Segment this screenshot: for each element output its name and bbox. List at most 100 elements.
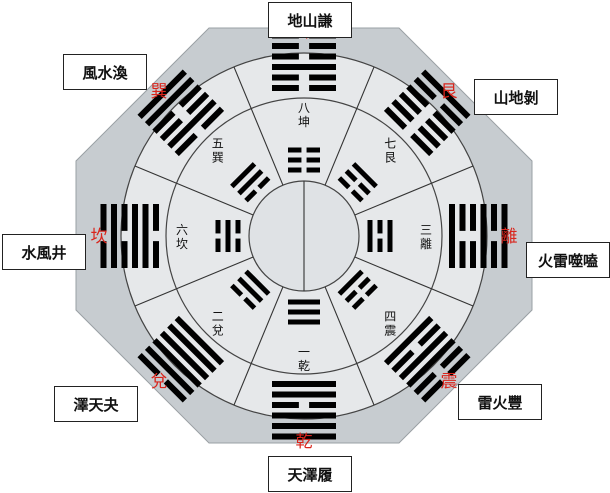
hexagram-nw-broken-bar bbox=[185, 91, 210, 115]
label-bottom-right: 雷火豐 bbox=[458, 384, 542, 420]
trigram-e-broken-bar bbox=[377, 238, 383, 252]
inner-name-char: 坤 bbox=[298, 114, 310, 129]
inner-name-char: 離 bbox=[420, 237, 432, 251]
inner-name-char: 五 bbox=[212, 137, 224, 151]
trigram-e-line bbox=[377, 220, 383, 252]
trigram-ne-broken-bar bbox=[344, 169, 358, 183]
hexagram-se-solid-bar bbox=[383, 315, 434, 366]
hexagram-n-broken-bar bbox=[272, 85, 299, 91]
trigram-sw-solid-bar bbox=[244, 269, 271, 296]
trigram-ne-broken-bar bbox=[337, 176, 351, 190]
outer-hexagram-group bbox=[100, 32, 508, 440]
trigram-se-broken-bar bbox=[364, 283, 378, 297]
trigram-se-broken-bar bbox=[357, 276, 371, 290]
trigram-n-broken-bar bbox=[306, 157, 320, 163]
hexagram-nw-line bbox=[174, 106, 225, 157]
trigram-n-broken-bar bbox=[306, 167, 320, 173]
hexagram-s-solid-bar bbox=[272, 412, 336, 419]
hexagram-s-solid-bar bbox=[272, 391, 336, 398]
hexagram-nw-line bbox=[159, 91, 210, 142]
trigram-ne-line bbox=[344, 169, 371, 196]
trigram-w-broken-bar bbox=[215, 220, 221, 234]
hexagram-sw-line bbox=[174, 315, 225, 366]
hexagram-e-line bbox=[459, 204, 466, 268]
hexagram-e-broken-bar bbox=[491, 204, 497, 231]
inner-name-w: 六坎 bbox=[176, 223, 188, 251]
trigram-n-line bbox=[288, 147, 320, 153]
hexagram-se-broken-bar bbox=[439, 345, 464, 369]
label-top-right: 山地剝 bbox=[474, 79, 558, 115]
hexagram-e-solid-bar bbox=[501, 204, 508, 268]
hexagram-se-broken-bar bbox=[413, 371, 437, 396]
hexagram-nw-line bbox=[167, 99, 217, 149]
hexagram-s-line bbox=[272, 423, 336, 429]
hexagram-nw-broken-bar bbox=[178, 84, 202, 108]
hexagram-sw-line bbox=[152, 338, 202, 388]
hexagram-sw-solid-bar bbox=[167, 323, 217, 373]
trigram-se-solid-bar bbox=[337, 269, 364, 296]
trigram-n-line bbox=[288, 167, 320, 173]
inner-name-char: 乾 bbox=[298, 359, 310, 373]
label-left: 水風井 bbox=[2, 234, 86, 270]
hexagram-s-solid-bar bbox=[272, 381, 336, 387]
trigram-w-broken-bar bbox=[215, 238, 221, 252]
hexagram-s-line bbox=[272, 381, 336, 387]
spoke-line bbox=[324, 66, 375, 186]
trigram-ne-line bbox=[351, 162, 378, 189]
hexagram-e-broken-bar bbox=[470, 204, 476, 231]
hexagram-n-broken-bar bbox=[272, 74, 299, 81]
hexagram-n-line bbox=[272, 85, 336, 91]
inner-name-char: 一 bbox=[298, 345, 310, 359]
hexagram-s-line bbox=[272, 433, 336, 440]
inner-name-char: 四 bbox=[384, 309, 396, 323]
hexagram-n-broken-bar bbox=[272, 53, 299, 60]
hexagram-nw-line bbox=[144, 76, 195, 127]
inner-name-char: 二 bbox=[212, 309, 224, 323]
trigram-nw-broken-bar bbox=[257, 176, 271, 190]
trigram-n-broken-bar bbox=[288, 167, 302, 173]
trigram-ne-broken-bar bbox=[350, 189, 364, 203]
spoke-line bbox=[134, 256, 254, 307]
trigram-sw-broken-bar bbox=[230, 283, 244, 297]
hexagram-w-solid-bar bbox=[111, 204, 117, 268]
hexagram-ne-broken-bar bbox=[406, 84, 430, 108]
trigram-ne-line bbox=[337, 176, 364, 203]
trigram-n-broken-bar bbox=[288, 157, 302, 163]
trigram-w-broken-bar bbox=[235, 238, 241, 252]
hexagram-e-broken-bar bbox=[459, 204, 466, 231]
hexagram-ne-broken-bar bbox=[383, 106, 408, 130]
inner-name-n: 八坤 bbox=[298, 101, 310, 129]
hexagram-sw-broken-bar bbox=[163, 379, 187, 403]
hexagram-sw-solid-bar bbox=[174, 315, 225, 366]
hexagram-se-broken-bar bbox=[421, 379, 445, 403]
hexagram-nw-solid-bar bbox=[137, 69, 187, 119]
hexagram-s-solid-bar bbox=[272, 423, 336, 429]
hexagram-e-solid-bar bbox=[480, 204, 487, 268]
hexagram-n-broken-bar bbox=[309, 74, 336, 81]
hexagram-se-line bbox=[413, 345, 464, 396]
hexagram-ne-solid-bar bbox=[421, 69, 471, 119]
outer-trigram-s: 乾 bbox=[296, 432, 313, 452]
hexagram-s-solid-bar bbox=[272, 433, 336, 440]
trigram-e-line bbox=[387, 220, 393, 252]
trigram-e-line bbox=[367, 220, 373, 252]
trigram-ne-solid-bar bbox=[351, 162, 378, 189]
hexagram-se-broken-bar bbox=[417, 323, 441, 347]
hexagram-n-solid-bar bbox=[272, 64, 336, 70]
label-right: 火雷噬嗑 bbox=[526, 242, 610, 278]
hexagram-se-line bbox=[383, 315, 434, 366]
inner-name-char: 七 bbox=[384, 137, 396, 151]
hexagram-w-broken-bar bbox=[121, 204, 128, 231]
spoke-line bbox=[354, 256, 474, 307]
hexagram-se-broken-bar bbox=[391, 349, 415, 373]
hexagram-ne-broken-bar bbox=[432, 110, 456, 134]
hexagram-se-line bbox=[391, 323, 441, 373]
hexagram-w-solid-bar bbox=[142, 204, 149, 268]
hexagram-n-broken-bar bbox=[309, 43, 336, 49]
hexagram-w-line bbox=[111, 204, 117, 268]
hexagram-nw-solid-bar bbox=[167, 99, 217, 149]
trigram-sw-broken-bar bbox=[243, 296, 257, 310]
trigram-nw-line bbox=[230, 162, 257, 189]
hexagram-w-broken-bar bbox=[100, 241, 107, 268]
hexagram-w-broken-bar bbox=[153, 204, 159, 231]
